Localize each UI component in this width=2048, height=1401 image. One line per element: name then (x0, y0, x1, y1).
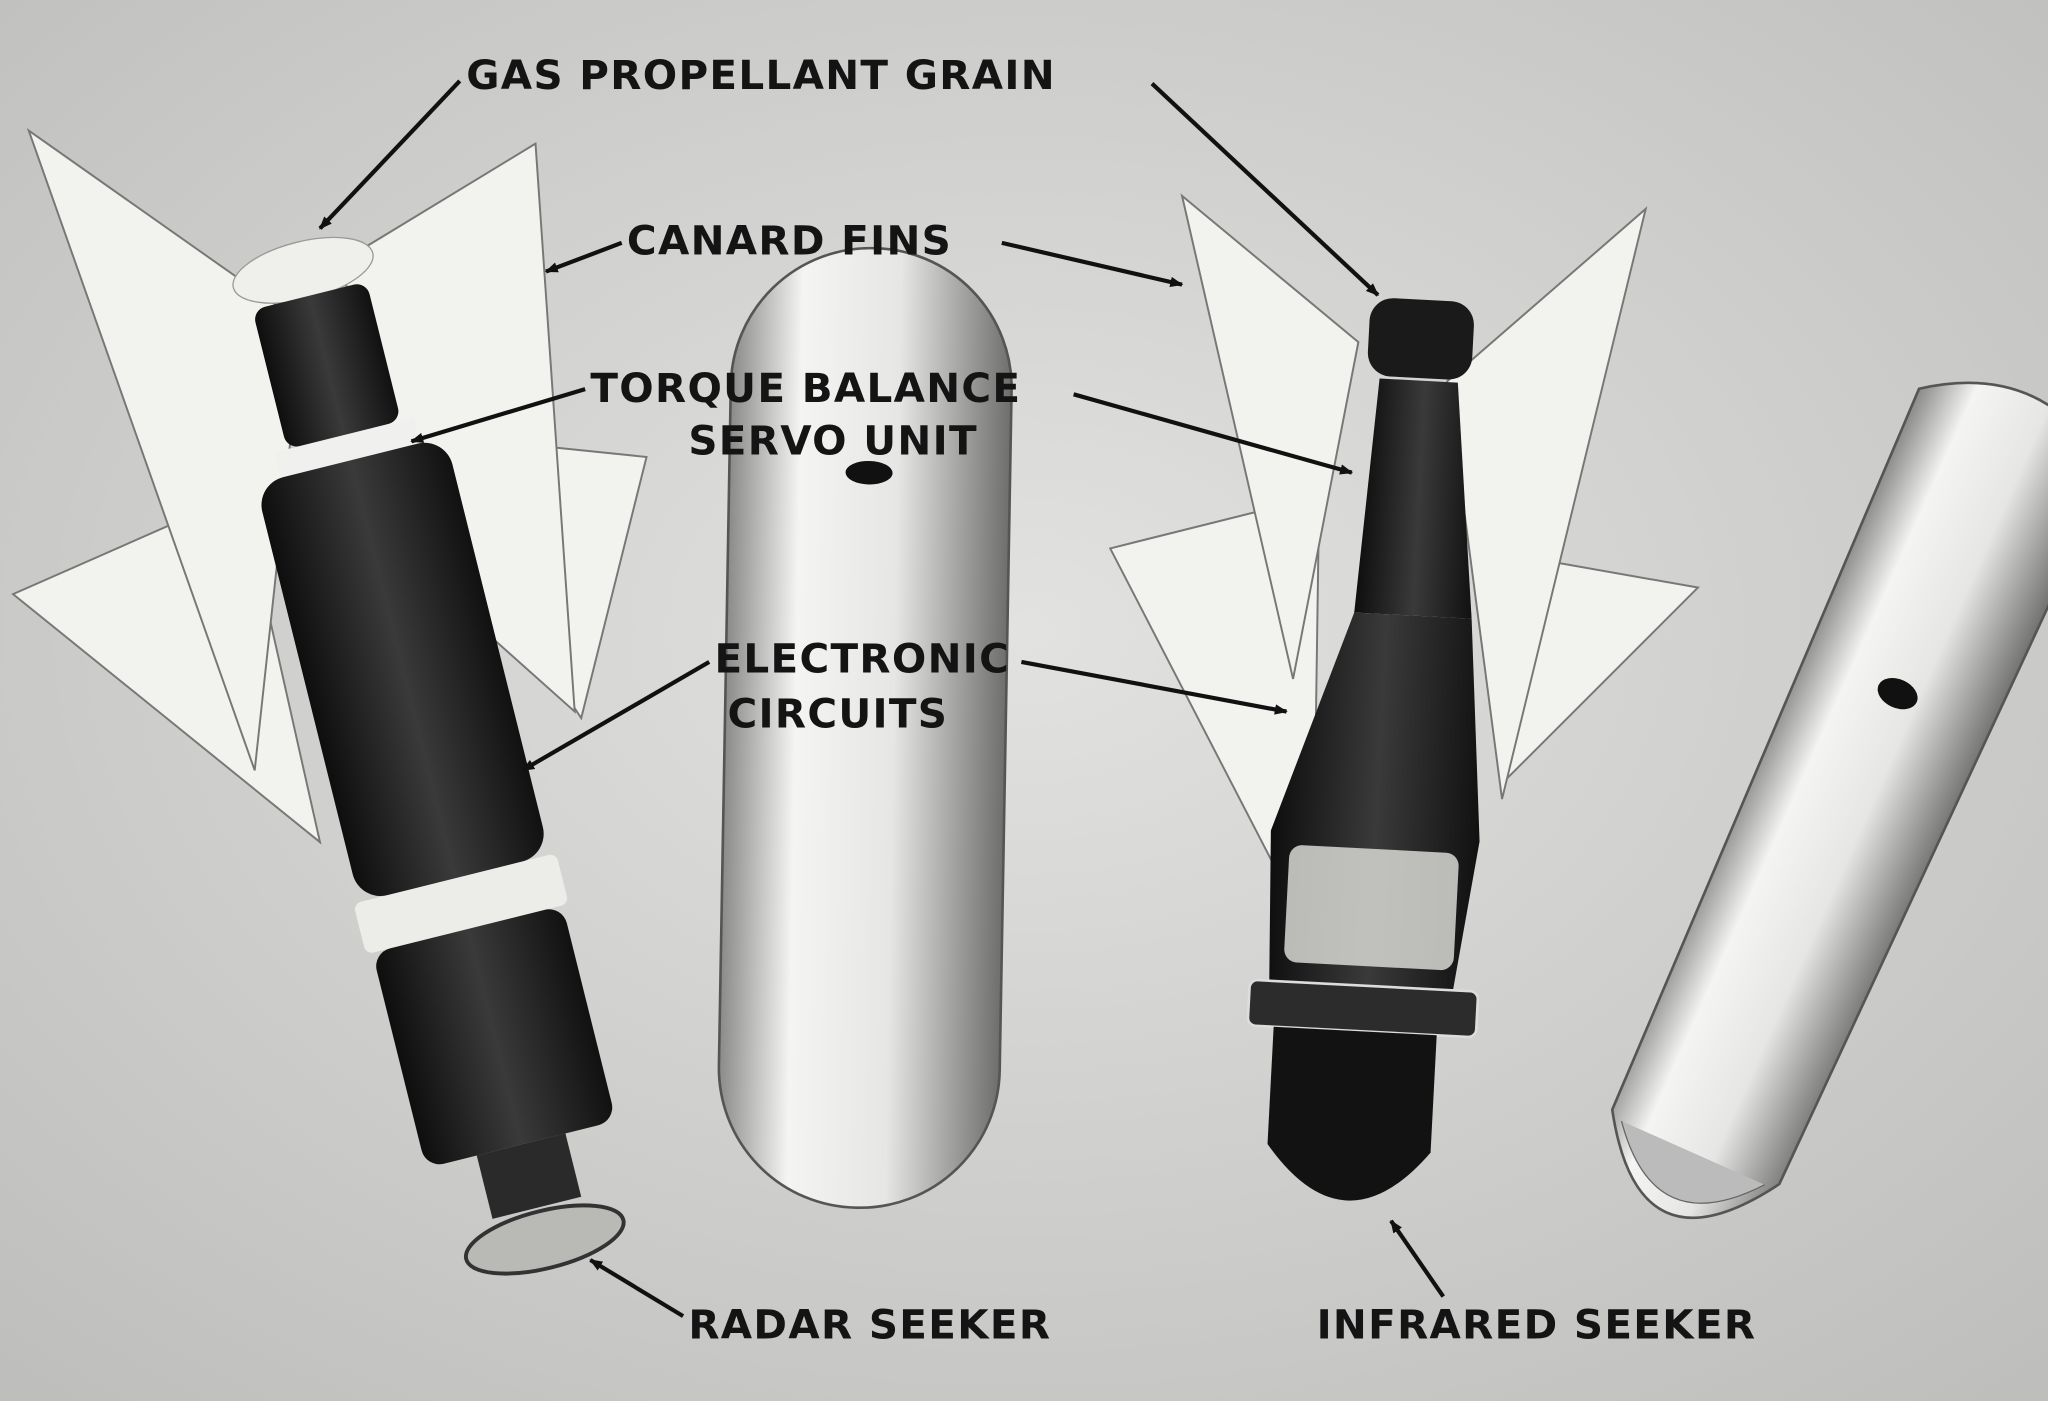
label-torque-balance: TORQUE BALANCE (590, 364, 1021, 412)
radar-dish (463, 1203, 626, 1276)
callout-arrows (318, 79, 1445, 1318)
servo-unit (1354, 378, 1472, 619)
servo-unit (255, 284, 399, 447)
label-servo-unit: SERVO UNIT (688, 416, 978, 464)
label-canard-fins: CANARD FINS (627, 217, 952, 265)
label-electronic: ELECTRONIC (714, 634, 1010, 682)
label-infrared-seeker: INFRARED SEEKER (1317, 1300, 1757, 1348)
collar (274, 417, 421, 481)
radar-missile-cover (717, 246, 1013, 1210)
collar (354, 854, 568, 953)
fin (1446, 206, 1648, 800)
infrared-dome (1267, 1026, 1437, 1201)
electronics-section (261, 442, 544, 897)
propellant-grain (1367, 298, 1474, 380)
collar (1284, 845, 1459, 971)
fin (1180, 193, 1360, 680)
seeker-neck (476, 1133, 582, 1219)
infrared-missile (1108, 193, 1700, 1201)
infrared-missile-cover (1610, 381, 2048, 1220)
label-circuits: CIRCUITS (728, 689, 949, 737)
label-radar-seeker: RADAR SEEKER (688, 1300, 1051, 1348)
seeker-section (376, 909, 613, 1165)
label-gas-propellant-grain: GAS PROPELLANT GRAIN (466, 51, 1056, 99)
